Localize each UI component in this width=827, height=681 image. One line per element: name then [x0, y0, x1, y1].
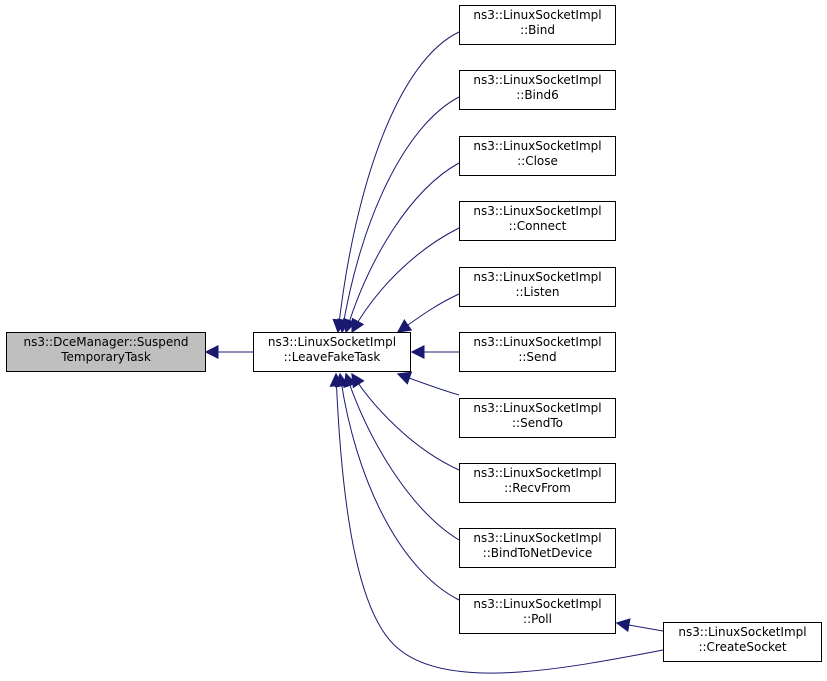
node-label-line2: ::Bind [520, 23, 555, 37]
node-label-line1: ns3::DceManager::Suspend [23, 335, 189, 349]
node-label-line2: TemporaryTask [61, 350, 151, 364]
caller-node-listen[interactable]: ns3::LinuxSocketImpl ::Listen [459, 267, 616, 307]
edge-sendto [396, 371, 460, 396]
node-label-line1: ns3::LinuxSocketImpl [473, 597, 602, 611]
node-label-line1: ns3::LinuxSocketImpl [473, 139, 602, 153]
node-label-line2: ::SendTo [512, 416, 563, 430]
edge-listen [396, 293, 460, 333]
edge-bind6 [337, 96, 460, 334]
node-label-line2: ::Connect [508, 219, 567, 233]
caller-node-bind[interactable]: ns3::LinuxSocketImpl ::Bind [459, 5, 616, 45]
caller-node-send[interactable]: ns3::LinuxSocketImpl ::Send [459, 332, 616, 372]
node-label-line2: ::Send [518, 350, 557, 364]
caller-node-close[interactable]: ns3::LinuxSocketImpl ::Close [459, 136, 616, 176]
node-label-line2: ::Bind6 [516, 88, 559, 102]
caller-node-connect[interactable]: ns3::LinuxSocketImpl ::Connect [459, 201, 616, 241]
node-label-line2: ::LeaveFakeTask [283, 350, 381, 364]
node-label-line1: ns3::LinuxSocketImpl [473, 401, 602, 415]
caller-node-bind6[interactable]: ns3::LinuxSocketImpl ::Bind6 [459, 70, 616, 110]
node-label-line2: ::CreateSocket [698, 640, 787, 654]
node-label-line2: ::Poll [523, 612, 552, 626]
edge-connect [351, 227, 460, 334]
edge-createsocket-to-poll [615, 618, 664, 633]
node-label-line2: ::Listen [515, 285, 560, 299]
node-label-line1: ns3::LinuxSocketImpl [473, 204, 602, 218]
node-label-line2: ::Close [517, 154, 558, 168]
caller-node-recvfrom[interactable]: ns3::LinuxSocketImpl ::RecvFrom [459, 463, 616, 503]
node-label-line2: ::RecvFrom [504, 481, 571, 495]
edge-bindtonetdevice [343, 372, 460, 541]
caller-node-sendto[interactable]: ns3::LinuxSocketImpl ::SendTo [459, 398, 616, 438]
node-label-line1: ns3::LinuxSocketImpl [473, 73, 602, 87]
edge-close [342, 162, 460, 334]
node-label-line1: ns3::LinuxSocketImpl [267, 335, 397, 349]
edge-createsocket-to-center [329, 372, 664, 674]
center-node-leave-fake-task[interactable]: ns3::LinuxSocketImpl ::LeaveFakeTask [253, 332, 411, 372]
root-node-suspend-temporary-task[interactable]: ns3::DceManager::Suspend TemporaryTask [6, 332, 206, 372]
caller-node-bindtonetdevice[interactable]: ns3::LinuxSocketImpl ::BindToNetDevice [459, 528, 616, 568]
outer-node-create-socket[interactable]: ns3::LinuxSocketImpl ::CreateSocket [663, 622, 822, 662]
node-label-line1: ns3::LinuxSocketImpl [473, 335, 602, 349]
edge-poll [334, 372, 460, 601]
node-label-line1: ns3::LinuxSocketImpl [473, 531, 602, 545]
caller-node-poll[interactable]: ns3::LinuxSocketImpl ::Poll [459, 594, 616, 634]
node-label-line1: ns3::LinuxSocketImpl [678, 625, 807, 639]
node-label-line1: ns3::LinuxSocketImpl [473, 466, 602, 480]
edge-bind [332, 31, 460, 334]
edge-recvfrom [351, 372, 460, 471]
node-label-line2: ::BindToNetDevice [482, 546, 593, 560]
node-label-line1: ns3::LinuxSocketImpl [473, 8, 602, 22]
node-label-line1: ns3::LinuxSocketImpl [473, 270, 602, 284]
